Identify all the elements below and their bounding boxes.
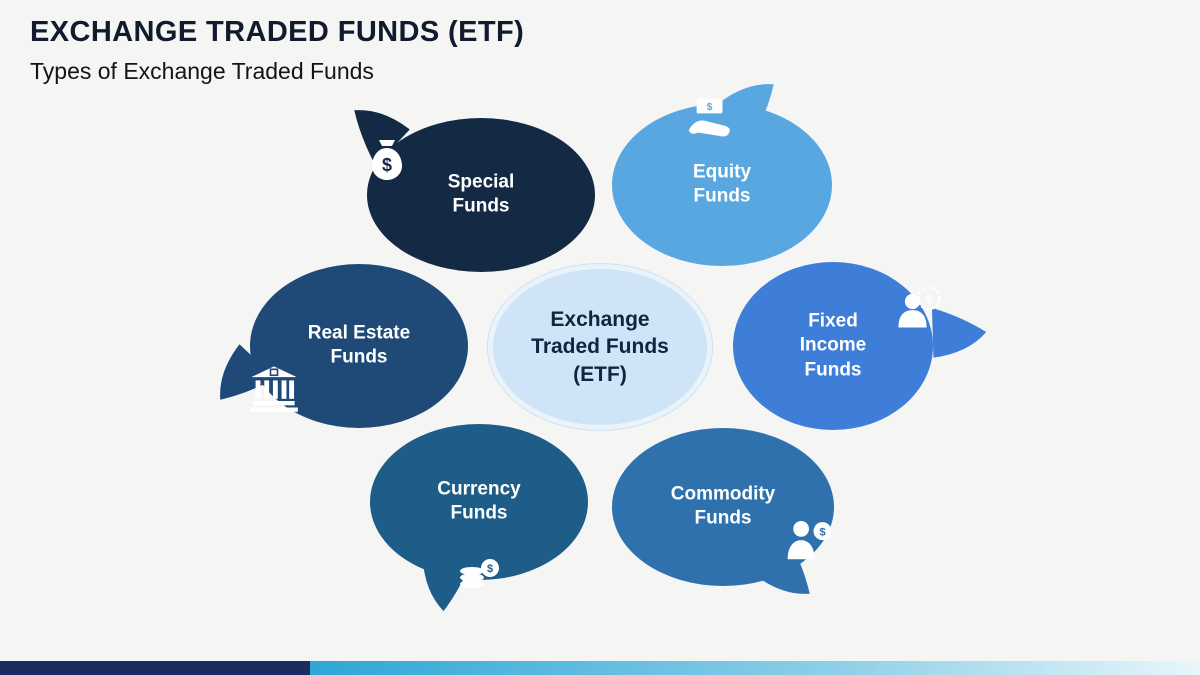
- svg-text:$: $: [487, 563, 493, 575]
- footer-bar-gradient: [310, 661, 1200, 675]
- bubble-currency-funds: $ Currency Funds: [370, 424, 588, 612]
- center-circle: [488, 264, 712, 430]
- hand-money-icon: $: [682, 92, 736, 146]
- bubble-fixed-income-funds: $ Fixed Income Funds: [733, 262, 987, 430]
- svg-text:$: $: [926, 294, 932, 306]
- bubble-circle: [733, 262, 933, 430]
- bubble-tail: [220, 344, 276, 400]
- center-label: Exchange Traded Funds (ETF): [531, 308, 669, 386]
- bubble-label: Equity Funds: [692, 161, 752, 207]
- bubble-circle: [370, 424, 588, 580]
- bubble-equity-funds: $ Equity Funds: [612, 84, 832, 266]
- svg-text:$: $: [382, 155, 392, 175]
- bubble-circle: [250, 264, 468, 428]
- footer-bar: [0, 661, 1200, 675]
- svg-text:$: $: [819, 527, 826, 539]
- person-badge-icon: $: [893, 282, 945, 334]
- bubble-label: Fixed Income Funds: [799, 310, 867, 381]
- coins-icon: $: [456, 546, 504, 594]
- bubble-circle: [612, 428, 834, 586]
- page-title: EXCHANGE TRADED FUNDS (ETF): [30, 16, 525, 48]
- bubble-commodity-funds: $ Commodity Funds: [612, 428, 836, 594]
- person-coin-icon: $: [782, 512, 836, 566]
- bubble-center-etf: Exchange Traded Funds (ETF): [488, 264, 712, 430]
- bubble-circle: [367, 118, 595, 272]
- bubble-label: Real Estate Funds: [307, 322, 411, 368]
- bubble-special-funds: $ Special Funds: [354, 110, 595, 272]
- money-bag-icon: $: [363, 136, 411, 184]
- svg-text:$: $: [707, 102, 713, 113]
- bubble-tail: [354, 110, 410, 166]
- page-subtitle: Types of Exchange Traded Funds: [30, 58, 374, 84]
- bubble-label: Currency Funds: [437, 478, 521, 524]
- bubble-label: Commodity Funds: [670, 483, 776, 529]
- bubble-tail: [931, 307, 987, 358]
- footer-bar-left: [0, 661, 310, 675]
- bubble-real-estate-funds: Real Estate Funds: [220, 264, 468, 428]
- bubble-label: Special Funds: [447, 171, 515, 217]
- bank-icon: [248, 362, 300, 414]
